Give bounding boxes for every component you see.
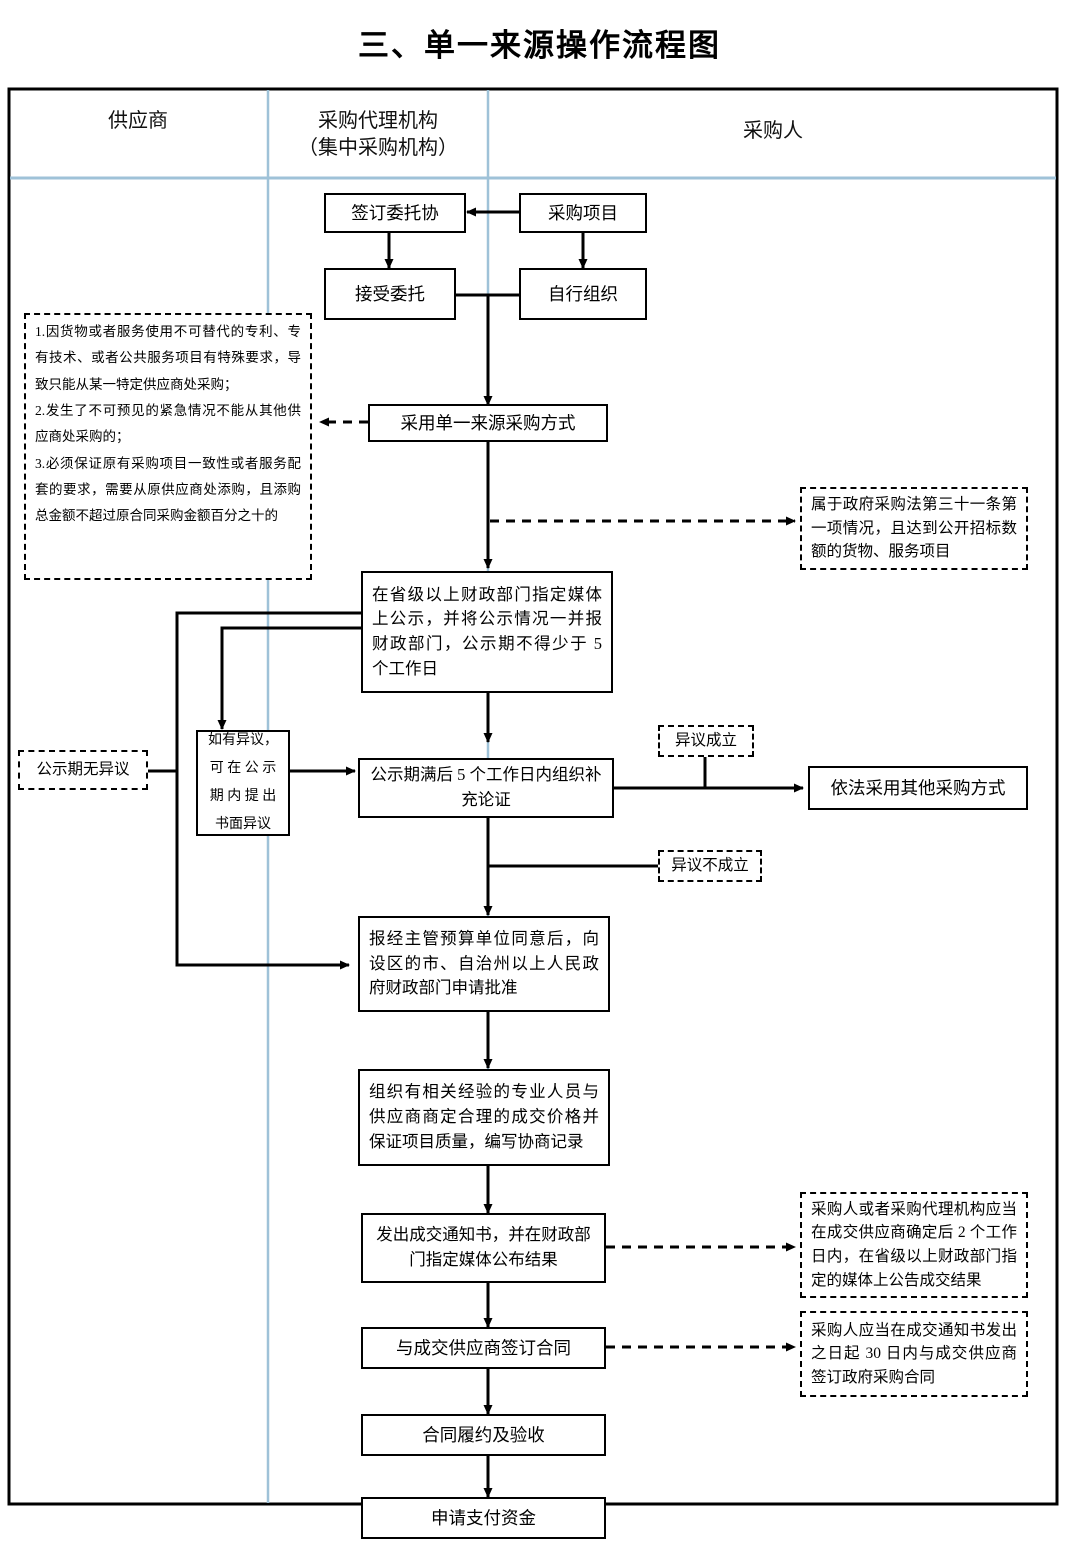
node-sign-entrustment-agreement-label: 签订委托协 bbox=[351, 202, 439, 223]
node-sign-contract[interactable]: 与成交供应商签订合同 bbox=[361, 1327, 606, 1369]
node-apply-for-approval-label: 报经主管预算单位同意后，向设区的市、自治州以上人民政府财政部门申请批准 bbox=[369, 928, 599, 998]
node-sign-contract-label: 与成交供应商签订合同 bbox=[396, 1337, 571, 1358]
condition-item-3: 3.必须保证原有采购项目一致性或者服务配套的要求，需要从原供应商处添购，且添购总… bbox=[35, 455, 301, 524]
node-objection-valid-label: 异议成立 bbox=[658, 725, 754, 757]
node-objection-invalid-label: 异议不成立 bbox=[658, 850, 762, 882]
node-apply-payment[interactable]: 申请支付资金 bbox=[361, 1497, 606, 1539]
node-procurement-project[interactable]: 采购项目 bbox=[519, 193, 647, 233]
page-title: 三、单一来源操作流程图 bbox=[358, 28, 721, 63]
lane-header-purchaser-label: 采购人 bbox=[743, 120, 803, 142]
node-single-source-conditions-note: 1.因货物或者服务使用不可替代的专利、专有技术、或者公共服务项目有特殊要求，导致… bbox=[24, 313, 312, 580]
lane-header-agency-label-1: 采购代理机构 bbox=[318, 110, 438, 132]
node-no-objection-label: 公示期无异议 bbox=[36, 761, 130, 779]
node-sign-entrustment-agreement[interactable]: 签订委托协 bbox=[324, 193, 466, 233]
node-negotiate-price[interactable]: 组织有相关经验的专业人员与供应商商定合理的成交价格并保证项目质量，编写协商记录 bbox=[358, 1069, 610, 1166]
edge-publicity-to-objection bbox=[217, 626, 361, 730]
node-supplementary-argumentation-label: 公示期满后 5 个工作日内组织补充论证 bbox=[370, 765, 602, 809]
node-contract-deadline-note: 采购人应当在成交通知书发出之日起 30 日内与成交供应商签订政府采购合同 bbox=[800, 1311, 1028, 1397]
node-apply-payment-label: 申请支付资金 bbox=[431, 1507, 536, 1528]
node-other-procurement-method-label: 依法采用其他采购方式 bbox=[830, 777, 1006, 798]
edge-publicity-to-approval bbox=[175, 611, 361, 970]
node-objection-invalid-text: 异议不成立 bbox=[671, 857, 749, 875]
node-accept-entrustment[interactable]: 接受委托 bbox=[324, 268, 456, 320]
lane-header-supplier-label: 供应商 bbox=[108, 110, 168, 132]
node-publicity-requirement-label: 在省级以上财政部门指定媒体上公示，并将公示情况一并报财政部门，公示期不得少于 5… bbox=[372, 584, 602, 678]
lane-header-supplier: 供应商 bbox=[10, 108, 266, 135]
node-contract-performance-label: 合同履约及验收 bbox=[422, 1424, 545, 1445]
node-issue-transaction-notice-label: 发出成交通知书，并在财政部门指定媒体公布结果 bbox=[376, 1225, 591, 1269]
node-law-article-note: 属于政府采购法第三十一条第一项情况，且达到公开招标数额的货物、服务项目 bbox=[800, 487, 1028, 570]
node-negotiate-price-label: 组织有相关经验的专业人员与供应商商定合理的成交价格并保证项目质量，编写协商记录 bbox=[369, 1082, 599, 1151]
node-adopt-single-source-label: 采用单一来源采购方式 bbox=[400, 412, 576, 433]
node-other-procurement-method[interactable]: 依法采用其他采购方式 bbox=[808, 766, 1028, 810]
node-self-organize-label: 自行组织 bbox=[548, 283, 618, 304]
node-law-article-note-label: 属于政府采购法第三十一条第一项情况，且达到公开招标数额的货物、服务项目 bbox=[811, 496, 1017, 561]
lane-header-agency-label-2: （集中采购机构） bbox=[298, 137, 458, 159]
node-contract-deadline-note-label: 采购人应当在成交通知书发出之日起 30 日内与成交供应商签订政府采购合同 bbox=[811, 1321, 1017, 1386]
node-issue-transaction-notice[interactable]: 发出成交通知书，并在财政部门指定媒体公布结果 bbox=[361, 1213, 606, 1283]
lane-header-agency: 采购代理机构 （集中采购机构） bbox=[270, 108, 486, 162]
condition-item-2: 2.发生了不可预见的紧急情况不能从其他供应商处采购的； bbox=[35, 402, 301, 445]
node-announce-result-note: 采购人或者采购代理机构应当在成交供应商确定后 2 个工作日内，在省级以上财政部门… bbox=[800, 1192, 1028, 1298]
lane-header-purchaser: 采购人 bbox=[492, 118, 1054, 145]
node-no-objection-during-publicity: 公示期无异议 bbox=[18, 750, 148, 790]
node-procurement-project-label: 采购项目 bbox=[548, 202, 618, 223]
node-accept-entrustment-label: 接受委托 bbox=[355, 283, 425, 304]
node-written-objection-label: 如有异议，可 在 公 示期 内 提 出书面异议 bbox=[208, 733, 278, 832]
condition-item-1: 1.因货物或者服务使用不可替代的专利、专有技术、或者公共服务项目有特殊要求，导致… bbox=[35, 324, 301, 392]
node-apply-for-approval[interactable]: 报经主管预算单位同意后，向设区的市、自治州以上人民政府财政部门申请批准 bbox=[358, 916, 610, 1012]
node-self-organize[interactable]: 自行组织 bbox=[519, 268, 647, 320]
node-written-objection[interactable]: 如有异议，可 在 公 示期 内 提 出书面异议 bbox=[196, 730, 290, 836]
node-announce-result-note-label: 采购人或者采购代理机构应当在成交供应商确定后 2 个工作日内，在省级以上财政部门… bbox=[811, 1200, 1017, 1289]
node-adopt-single-source[interactable]: 采用单一来源采购方式 bbox=[368, 404, 608, 442]
node-publicity-requirement[interactable]: 在省级以上财政部门指定媒体上公示，并将公示情况一并报财政部门，公示期不得少于 5… bbox=[361, 571, 613, 693]
node-contract-performance-acceptance[interactable]: 合同履约及验收 bbox=[361, 1414, 606, 1456]
node-supplementary-argumentation[interactable]: 公示期满后 5 个工作日内组织补充论证 bbox=[358, 758, 614, 818]
node-objection-valid-text: 异议成立 bbox=[674, 732, 737, 750]
